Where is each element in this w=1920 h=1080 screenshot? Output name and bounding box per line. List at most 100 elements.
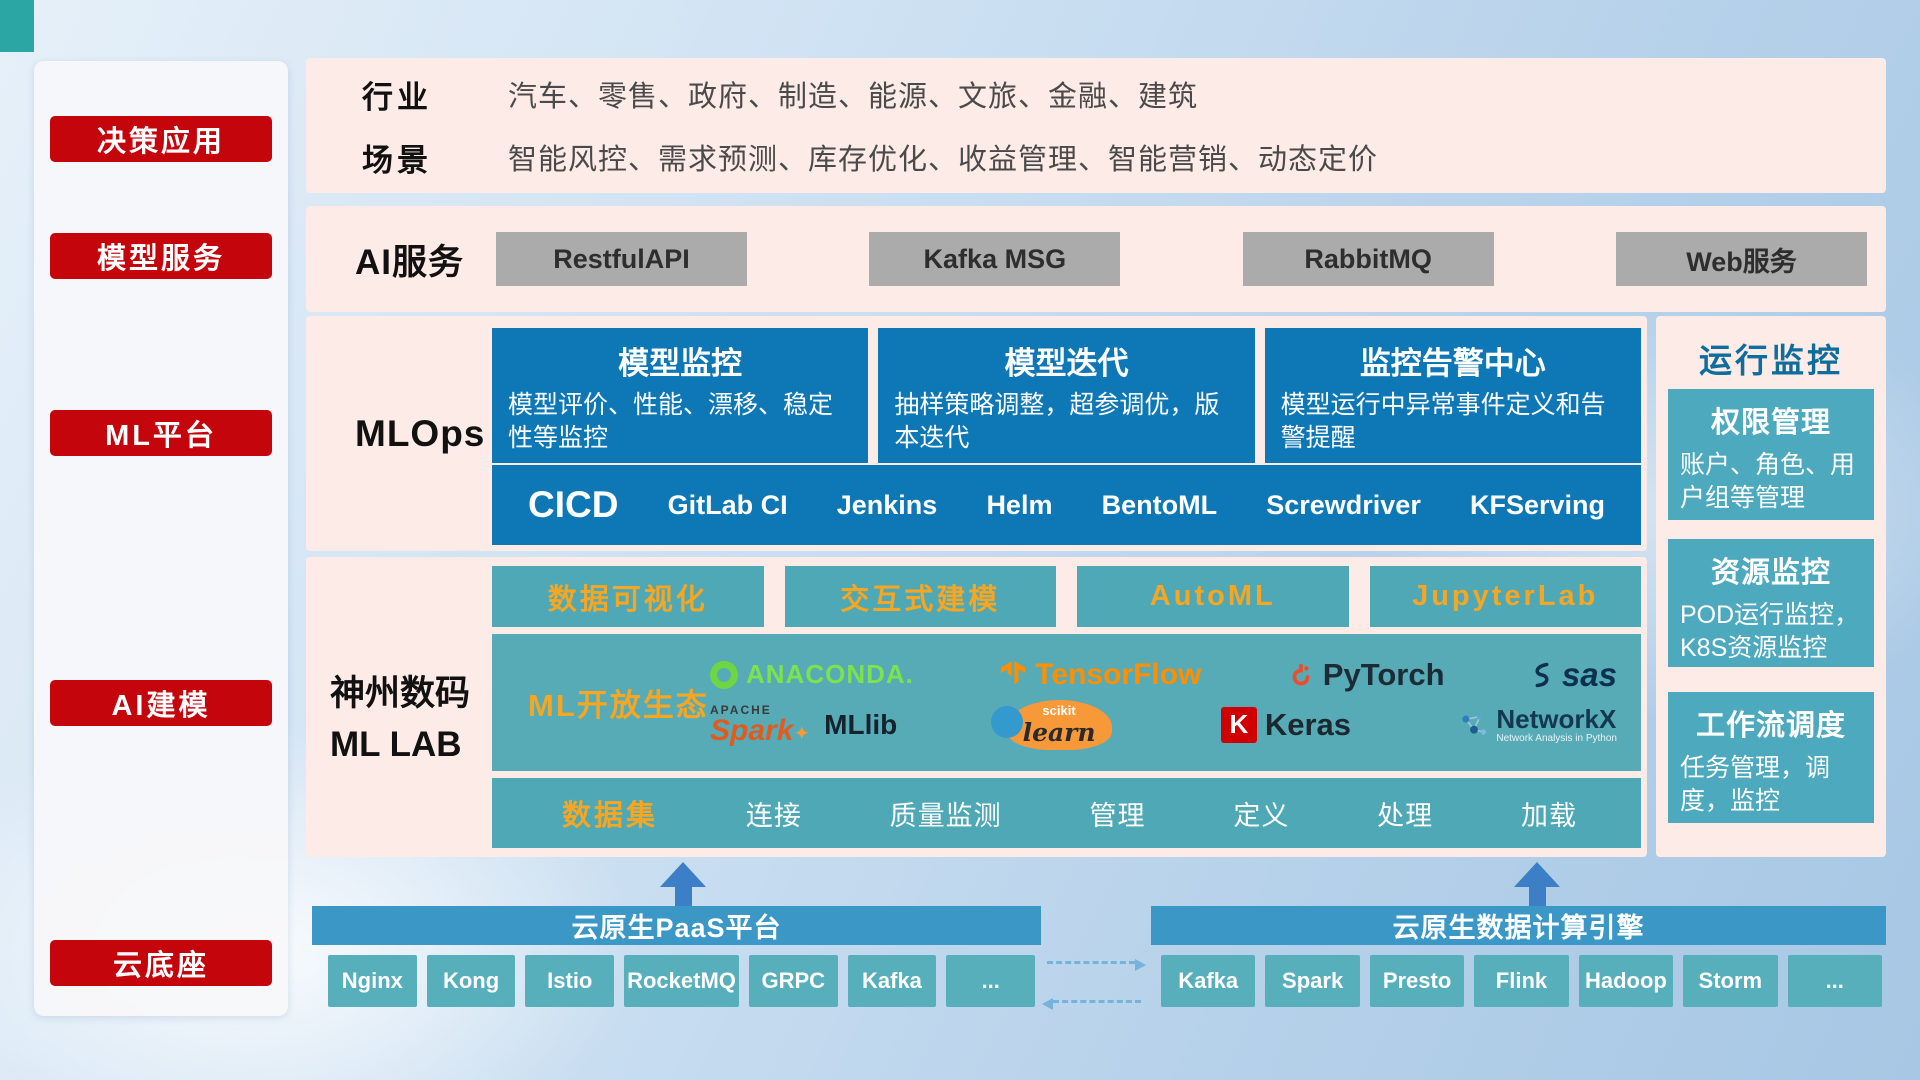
ai-service-label: AI服务 <box>355 242 465 282</box>
sas-text: sas <box>1561 655 1617 693</box>
pytorch-icon <box>1292 663 1310 685</box>
model-monitoring-card: 模型监控 模型评价、性能、漂移、稳定性等监控 <box>492 328 869 463</box>
card-desc: POD运行监控，K8S资源监控 <box>1680 601 1860 662</box>
spark-star-icon: ✦ <box>793 722 811 745</box>
arrow-head <box>1514 862 1560 887</box>
spark-text: Spark✦ <box>710 713 811 747</box>
spark-mllib-logo: APACHE Spark✦ MLlib <box>710 704 897 746</box>
networkx-subtitle: Network Analysis in Python <box>1496 733 1617 745</box>
ai-service-panel: AI服务 RestfulAPI Kafka MSG RabbitMQ Web服务 <box>306 206 1886 312</box>
card-title: 资源监控 <box>1710 557 1831 589</box>
paas-header: 云原生PaaS平台 <box>312 906 1041 945</box>
resource-monitoring-card: 资源监控 POD运行监控，K8S资源监控 <box>1668 539 1874 667</box>
card-title: 监控告警中心 <box>1359 346 1546 381</box>
kafka-chip: Kafka <box>1161 955 1256 1007</box>
ai-service-buttons: RestfulAPI Kafka MSG RabbitMQ Web服务 <box>496 232 1867 286</box>
interactive-modeling-chip: 交互式建模 <box>784 566 1056 627</box>
card-title: 模型监控 <box>618 346 743 381</box>
ml-ecosystem-label: ML开放生态 <box>528 688 709 723</box>
mllib-text: MLlib <box>824 708 898 740</box>
up-arrow-left <box>660 862 706 906</box>
scikit-learn-logo: scikit learn <box>990 699 1112 750</box>
tensorflow-text: TensorFlow <box>1035 657 1202 691</box>
card-title: 权限管理 <box>1710 407 1831 439</box>
rabbitmq-chip: RabbitMQ <box>1242 232 1494 286</box>
cicd-title: CICD <box>528 484 619 525</box>
ecosystem-logos: ANACONDA. TensorFlow PyTorch sas <box>710 656 1641 750</box>
storm-chip: Storm <box>1683 955 1778 1007</box>
more-chip: ... <box>946 955 1036 1007</box>
dataset-label: 数据集 <box>562 800 659 832</box>
networkx-text: NetworkX <box>1496 703 1617 734</box>
card-desc: 模型评价、性能、漂移、稳定性等监控 <box>508 391 834 452</box>
model-iteration-card: 模型迭代 抽样策略调整，超参调优，版本迭代 <box>878 328 1255 463</box>
sas-logo: sas <box>1530 656 1617 694</box>
keras-text: Keras <box>1264 706 1352 742</box>
networkx-icon <box>1462 713 1487 735</box>
mlops-panel: MLOps 模型监控 模型评价、性能、漂移、稳定性等监控 模型迭代 抽样策略调整… <box>306 316 1647 551</box>
spark-apache-text: APACHE <box>710 702 772 717</box>
grpc-chip: GRPC <box>748 955 838 1007</box>
sidebar-item-cloud-base: 云底座 <box>50 940 272 986</box>
istio-chip: Istio <box>525 955 615 1007</box>
networkx-logo: NetworkX Network Analysis in Python <box>1460 703 1617 745</box>
gitlab-ci-item: GitLab CI <box>667 489 788 520</box>
arrow-head <box>1042 998 1053 1010</box>
nginx-chip: Nginx <box>328 955 417 1007</box>
dataset-load: 加载 <box>1520 800 1577 831</box>
sidebar-item-model-service: 模型服务 <box>50 233 272 279</box>
learn-text: learn <box>1022 717 1096 747</box>
restful-api-chip: RestfulAPI <box>496 232 747 286</box>
tensorflow-icon <box>1001 660 1026 685</box>
compute-header: 云原生数据计算引擎 <box>1151 906 1886 945</box>
anaconda-icon <box>710 660 738 689</box>
scenario-text: 智能风控、需求预测、库存优化、收益管理、智能营销、动态定价 <box>508 144 1379 176</box>
flink-chip: Flink <box>1474 955 1569 1007</box>
mllab-label-line2: ML LAB <box>330 724 462 764</box>
hadoop-chip: Hadoop <box>1578 955 1674 1007</box>
dataset-row: 数据集 连接 质量监测 管理 定义 处理 加载 <box>492 778 1641 848</box>
card-desc: 抽样策略调整，超参调优，版本迭代 <box>894 391 1220 452</box>
permission-mgmt-card: 权限管理 账户、角色、用户组等管理 <box>1668 389 1874 520</box>
arrow-head <box>660 862 706 887</box>
paas-components: Nginx Kong Istio RocketMQ GRPC Kafka ... <box>328 955 1036 1007</box>
card-title: 模型迭代 <box>1004 346 1129 381</box>
jupyterlab-chip: JupyterLab <box>1369 566 1641 627</box>
dataset-manage: 管理 <box>1089 800 1146 831</box>
dashed-arrow-left <box>1042 998 1141 1010</box>
kfserving-item: KFServing <box>1469 489 1605 520</box>
anaconda-text: ANACONDA. <box>746 659 914 689</box>
card-desc: 账户、角色、用户组等管理 <box>1680 451 1856 512</box>
arrow-head <box>1135 959 1146 971</box>
pytorch-text: PyTorch <box>1322 656 1445 692</box>
mllab-label: 神州数码 ML LAB <box>330 669 490 771</box>
runtime-monitoring-title: 运行监控 <box>1699 342 1843 379</box>
pytorch-logo: PyTorch <box>1287 657 1445 693</box>
anaconda-logo: ANACONDA. <box>710 659 914 690</box>
kong-chip: Kong <box>426 955 516 1007</box>
more-chip: ... <box>1787 955 1882 1007</box>
dataset-connect: 连接 <box>745 800 802 831</box>
dataset-quality: 质量监测 <box>889 800 1002 831</box>
workflow-scheduling-card: 工作流调度 任务管理，调度，监控 <box>1668 692 1874 823</box>
up-arrow-right <box>1514 862 1560 906</box>
ml-ecosystem-box: ML开放生态 ANACONDA. TensorFlow PyTorch <box>492 634 1641 771</box>
compute-components: Kafka Spark Presto Flink Hadoop Storm ..… <box>1161 955 1882 1007</box>
industry-label: 行业 <box>362 79 432 115</box>
card-title: 工作流调度 <box>1695 710 1846 742</box>
ecosystem-logo-row-1: ANACONDA. TensorFlow PyTorch sas <box>710 656 1617 694</box>
kafka-chip: Kafka <box>847 955 937 1007</box>
runtime-monitoring-panel: 运行监控 权限管理 账户、角色、用户组等管理 资源监控 POD运行监控，K8S资… <box>1656 316 1886 857</box>
helm-item: Helm <box>986 489 1053 520</box>
card-desc: 模型运行中异常事件定义和告警提醒 <box>1280 391 1606 452</box>
data-visualization-chip: 数据可视化 <box>492 566 764 627</box>
mllab-panel: 神州数码 ML LAB 数据可视化 交互式建模 AutoML JupyterLa… <box>306 557 1647 857</box>
mlops-cards: 模型监控 模型评价、性能、漂移、稳定性等监控 模型迭代 抽样策略调整，超参调优，… <box>492 328 1641 463</box>
industry-text: 汽车、零售、政府、制造、能源、文旅、金融、建筑 <box>508 81 1199 113</box>
mllab-label-line1: 神州数码 <box>330 674 471 713</box>
jenkins-item: Jenkins <box>836 489 938 520</box>
left-sidebar: 决策应用 模型服务 ML平台 AI建模 云底座 <box>34 61 288 1016</box>
dataset-process: 处理 <box>1377 800 1434 831</box>
web-service-chip: Web服务 <box>1615 232 1867 286</box>
